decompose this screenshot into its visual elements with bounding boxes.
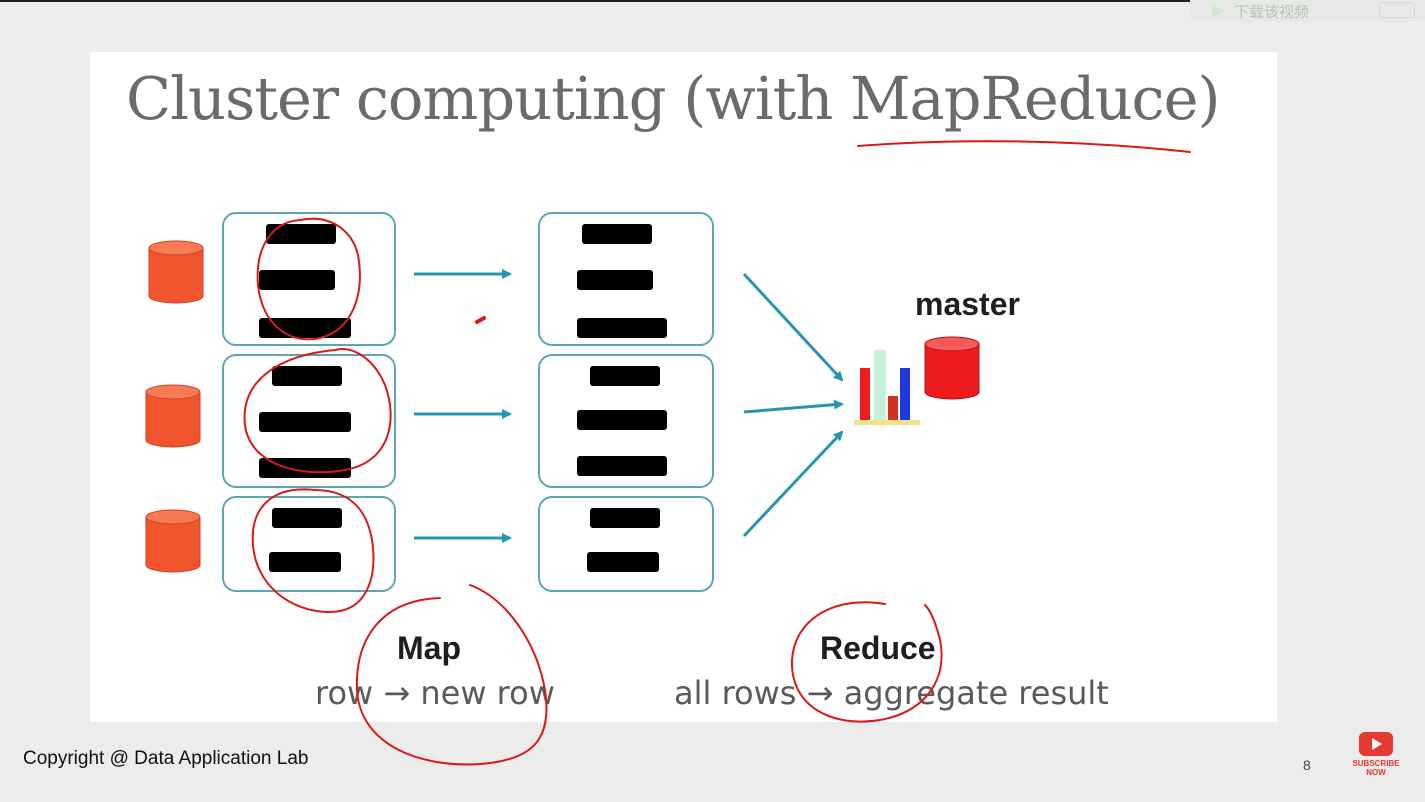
- row-bar: [259, 270, 335, 290]
- window-button[interactable]: [1379, 2, 1415, 18]
- map-input-node-2: [222, 354, 396, 488]
- row-bar: [259, 412, 351, 432]
- row-bar: [266, 224, 336, 244]
- map-output-node-2: [538, 354, 714, 488]
- map-input-node-1: [222, 212, 396, 346]
- slide: Cluster computing (with MapReduce): [90, 52, 1277, 722]
- subscribe-text: SUBSCRIBE: [1352, 759, 1400, 768]
- row-bar: [577, 270, 653, 290]
- master-label: master: [915, 286, 1020, 322]
- top-edge: [0, 0, 1425, 2]
- subscribe-now-text: NOW: [1366, 768, 1386, 777]
- row-bar: [577, 410, 667, 430]
- map-subtitle: row → new row: [315, 674, 555, 712]
- database-icon: [148, 240, 204, 304]
- download-video-label: 下载该视频: [1234, 2, 1310, 21]
- row-bar: [590, 366, 660, 386]
- slide-title: Cluster computing (with MapReduce): [126, 64, 1221, 133]
- map-output-node-1: [538, 212, 714, 346]
- row-bar: [577, 318, 667, 338]
- reduce-label: Reduce: [820, 630, 936, 666]
- database-icon: [145, 384, 201, 448]
- row-bar: [272, 366, 342, 386]
- download-video-tab[interactable]: 下载该视频: [1190, 0, 1425, 22]
- row-bar: [577, 456, 667, 476]
- youtube-icon: [1359, 732, 1393, 756]
- play-icon: [1212, 4, 1224, 18]
- row-bar: [259, 318, 351, 338]
- master-database-icon: [924, 336, 980, 400]
- map-label: Map: [397, 630, 461, 666]
- row-bar: [259, 458, 351, 478]
- database-icon: [145, 509, 201, 573]
- arrow-icon: [742, 430, 844, 538]
- map-input-node-3: [222, 496, 396, 592]
- map-output-node-3: [538, 496, 714, 592]
- row-bar: [590, 508, 660, 528]
- row-bar: [587, 552, 659, 572]
- page-number: 8: [1303, 757, 1311, 773]
- subscribe-badge[interactable]: SUBSCRIBE NOW: [1350, 732, 1402, 777]
- row-bar: [582, 224, 652, 244]
- row-bar: [269, 552, 341, 572]
- arrow-icon: [742, 272, 844, 382]
- arrow-icon: [743, 399, 844, 414]
- row-bar: [272, 508, 342, 528]
- copyright: Copyright @ Data Application Lab: [23, 748, 309, 769]
- bar-chart-icon: [854, 350, 920, 425]
- reduce-subtitle: all rows → aggregate result: [674, 674, 1109, 712]
